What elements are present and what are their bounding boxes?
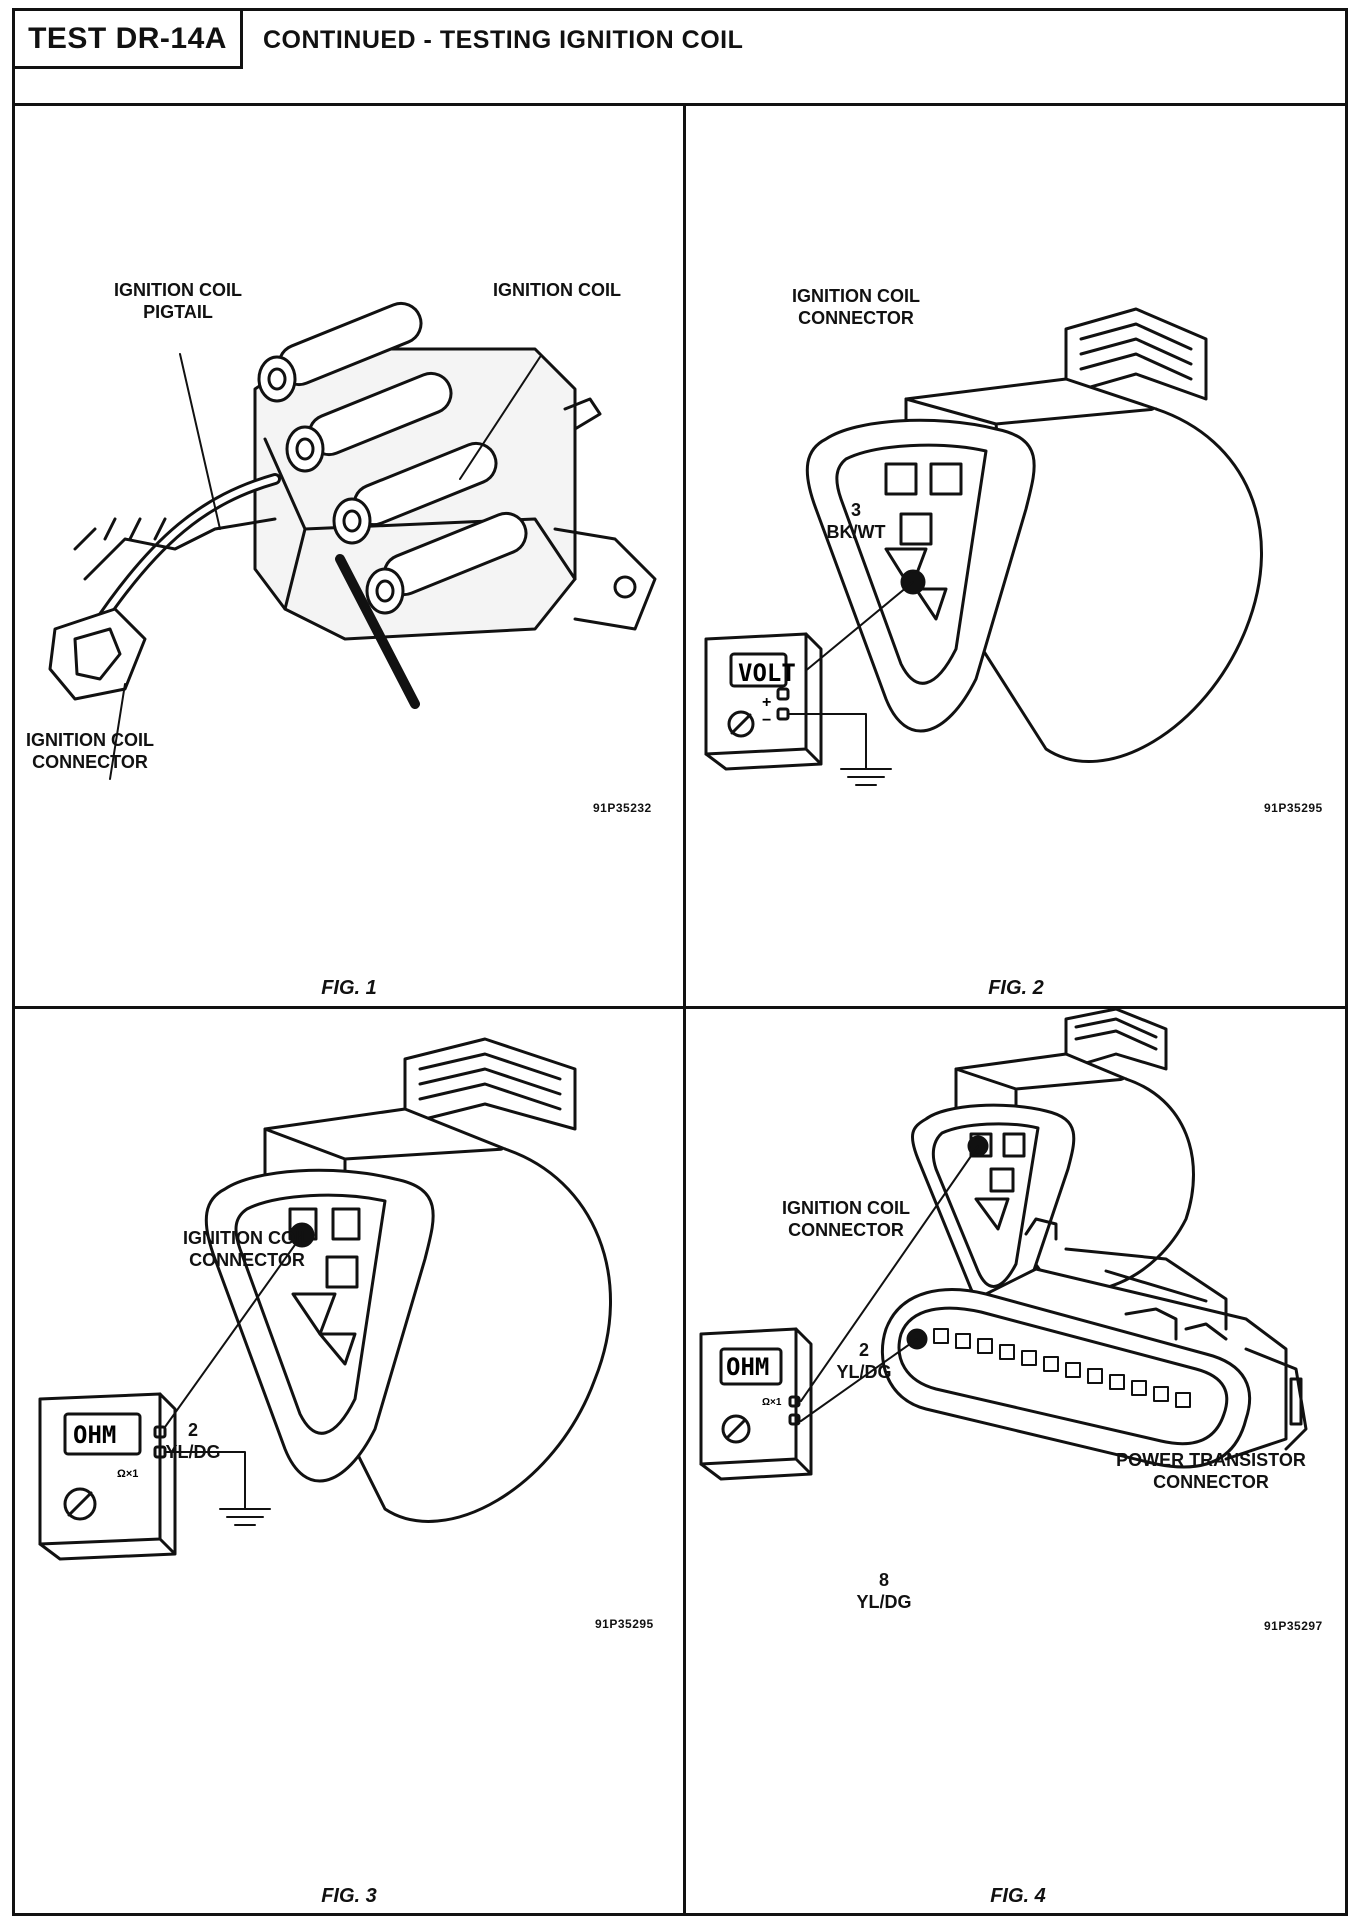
meter-range: Ω×1 [117, 1468, 138, 1480]
figure-code: 91P35232 [593, 801, 652, 815]
figure-1-panel: IGNITION COIL PIGTAIL IGNITION COIL IGNI… [15, 109, 683, 1006]
label-transistor-line2: CONNECTOR [1153, 1472, 1269, 1492]
figure-caption: FIG. 3 [321, 1885, 377, 1907]
label-pigtail-line2: PIGTAIL [143, 302, 213, 322]
label-transistor-line1: POWER TRANSISTOR [1116, 1450, 1306, 1470]
pin-wire-color: YL/DG [836, 1362, 892, 1382]
label-ignition-coil: IGNITION COIL [493, 280, 621, 300]
page-title: CONTINUED - TESTING IGNITION COIL [263, 26, 744, 54]
figure-code: 91P35295 [595, 1617, 654, 1631]
label-connector-line2: CONNECTOR [798, 308, 914, 328]
pin-number: 3 [850, 500, 861, 520]
figure-caption: FIG. 1 [321, 977, 377, 999]
pin-wire-color: YL/DG [165, 1442, 221, 1462]
connector-voltage-test-drawing: VOLT + − [704, 307, 1263, 786]
pin-number: 2 [858, 1340, 869, 1360]
label-connector-line1: IGNITION COIL [782, 1198, 910, 1218]
pin-wire-color: BK/WT [826, 522, 886, 542]
meter-face-volt: VOLT [738, 659, 796, 687]
test-id-box: TEST DR-14A [15, 11, 243, 69]
meter-minus-terminal: − [762, 712, 771, 729]
connector-continuity-test-drawing: OHM Ω×1 [699, 1007, 1308, 1481]
connector-ohm-test-drawing: OHM Ω×1 [38, 1037, 612, 1561]
label-connector-line2: CONNECTOR [189, 1250, 305, 1270]
meter-range: Ω×1 [762, 1397, 782, 1408]
figure-caption: FIG. 2 [988, 977, 1044, 999]
vertical-divider [683, 106, 686, 1916]
label-connector-line2: CONNECTOR [788, 1220, 904, 1240]
label-connector-line1: IGNITION COIL [183, 1228, 311, 1248]
meter-face-ohm: OHM [726, 1353, 769, 1381]
label-connector-line1: IGNITION COIL [26, 730, 154, 750]
pin-number: 2 [187, 1420, 198, 1440]
meter-face-ohm: OHM [73, 1421, 116, 1449]
figure-3-panel: OHM Ω×1 IGNITION COIL CONNECTOR 2 YL/DG … [15, 1009, 683, 1916]
page-frame: TEST DR-14A CONTINUED - TESTING IGNITION… [12, 8, 1348, 1916]
figure-code: 91P35295 [1264, 801, 1323, 815]
label-connector-line1: IGNITION COIL [792, 286, 920, 306]
meter-plus-terminal: + [762, 694, 771, 711]
pin-8-number: 8 [878, 1570, 889, 1590]
figure-code: 91P35297 [1264, 1619, 1323, 1633]
label-connector-line2: CONNECTOR [32, 752, 148, 772]
page-header: TEST DR-14A CONTINUED - TESTING IGNITION… [15, 11, 1345, 106]
figure-4-panel: OHM Ω×1 IGNITION COIL CONNECTOR 2 YL/DG … [686, 1007, 1348, 1916]
figure-caption: FIG. 4 [990, 1885, 1046, 1907]
ignition-coil-pack-drawing [48, 301, 657, 780]
label-pigtail-line1: IGNITION COIL [114, 280, 242, 300]
horizontal-divider [15, 1006, 1345, 1009]
figure-2-panel: VOLT + − IGNITION COIL CONNECTOR 3 BK/WT… [686, 109, 1348, 1006]
pin-8-wire-color: YL/DG [856, 1592, 912, 1612]
